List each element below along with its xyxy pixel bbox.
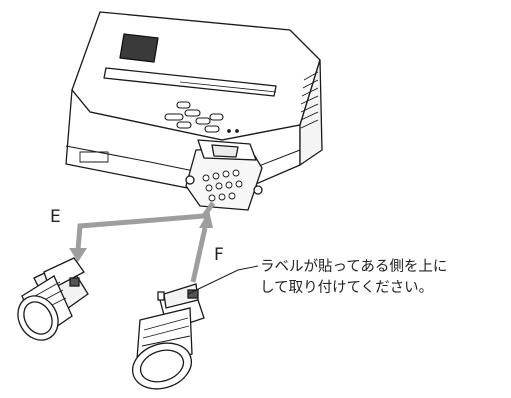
lens-note: ラベルが貼ってある側を上に して取り付けてください。 [260,257,447,299]
arrow-e [69,201,216,262]
arrow-f [190,210,213,283]
control-buttons-illustration [164,101,239,133]
lens-f-illustration [132,283,205,390]
lens-note-line-2: して取り付けてください。 [260,280,434,296]
label-f: F [214,245,224,265]
lens-note-line-1: ラベルが貼ってある側を上に [260,259,448,275]
lens-mount-illustration [185,139,263,211]
note-pointer-line [187,265,259,295]
projector-illustration [65,11,323,211]
lens-e-illustration [17,257,89,341]
label-e: E [50,207,61,227]
